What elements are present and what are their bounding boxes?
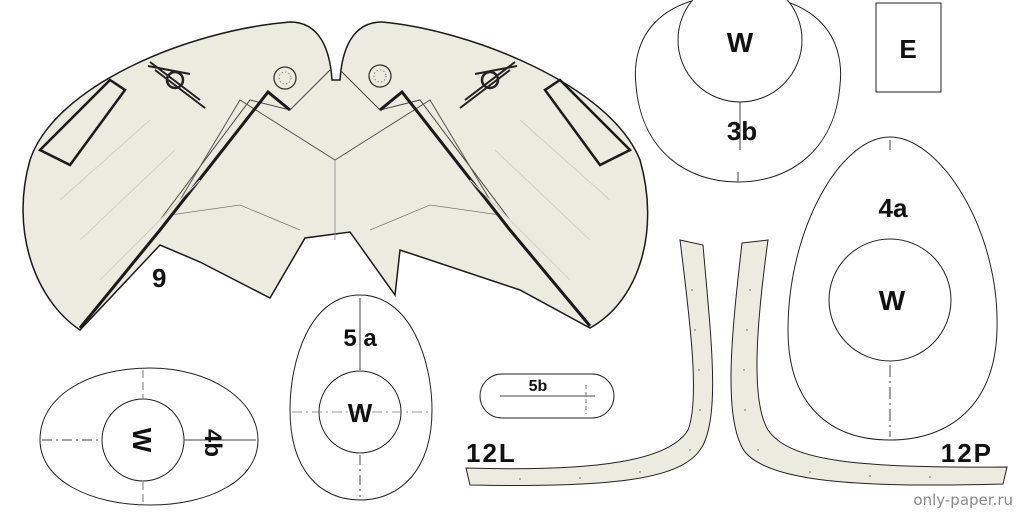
window-label-4b: W	[127, 428, 157, 453]
window-circle-4a	[828, 238, 952, 362]
pill-part-5b: 5b	[479, 373, 615, 419]
oval-part-3b: W 3b	[634, 0, 842, 183]
oval-label-3b: 3b	[727, 116, 757, 146]
rect-part-e: E	[875, 2, 942, 93]
right-wing-emblem-icon	[459, 61, 518, 109]
window-label-5a: W	[348, 398, 373, 428]
strip-part-12p: 12P	[730, 239, 1008, 486]
oval-label-5a: 5 a	[343, 325, 377, 352]
oval-part-4b: W 4b	[39, 367, 259, 506]
pill-label-5b: 5b	[529, 378, 548, 395]
oval-label-4a: 4a	[879, 193, 908, 223]
window-label-3b: W	[727, 27, 754, 58]
left-wing-emblem-icon	[147, 61, 206, 109]
window-label-4a: W	[879, 285, 906, 316]
left-pivot-marker	[273, 66, 297, 90]
oval-label-4b: 4b	[199, 429, 226, 457]
watermark: only-paper.ru	[913, 491, 1013, 509]
oval-part-4a: 4a W	[787, 136, 998, 441]
wing-part-9: 9	[22, 21, 649, 331]
right-pivot-marker	[368, 64, 392, 88]
strip-label-12l: 12L	[466, 438, 517, 468]
rect-label-e: E	[899, 34, 916, 64]
strip-part-12l: 12L	[465, 239, 714, 487]
wing-label: 9	[152, 263, 166, 293]
strip-label-12p: 12P	[941, 438, 993, 468]
oval-part-5a: 5 a W	[289, 294, 433, 501]
